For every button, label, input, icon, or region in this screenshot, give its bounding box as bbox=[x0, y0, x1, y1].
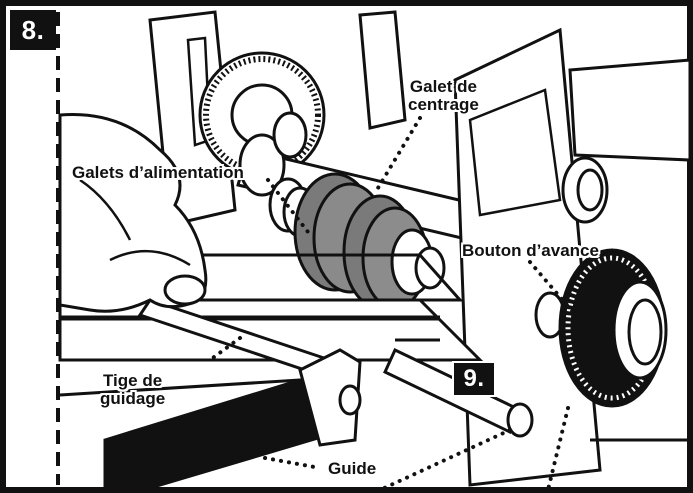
label-feed-knob: Bouton d’avance bbox=[462, 241, 599, 260]
label-line: guidage bbox=[100, 389, 166, 408]
label-feed-rollers: Galets d’alimentation bbox=[72, 163, 244, 182]
upper-bracket bbox=[358, 10, 407, 130]
step-number-badge: 9. bbox=[452, 361, 496, 397]
label-guide-rod: Tige de guidage bbox=[100, 372, 165, 408]
label-line: Tige de bbox=[102, 371, 163, 390]
label-line: centrage bbox=[408, 95, 479, 114]
step-number-badge: 8. bbox=[10, 10, 56, 50]
label-line: Galet de bbox=[409, 77, 477, 96]
leader-lines bbox=[208, 116, 580, 492]
hand bbox=[58, 112, 208, 313]
label-centering-roller: Galet de centrage bbox=[408, 78, 479, 114]
label-guide: Guide bbox=[328, 459, 377, 478]
